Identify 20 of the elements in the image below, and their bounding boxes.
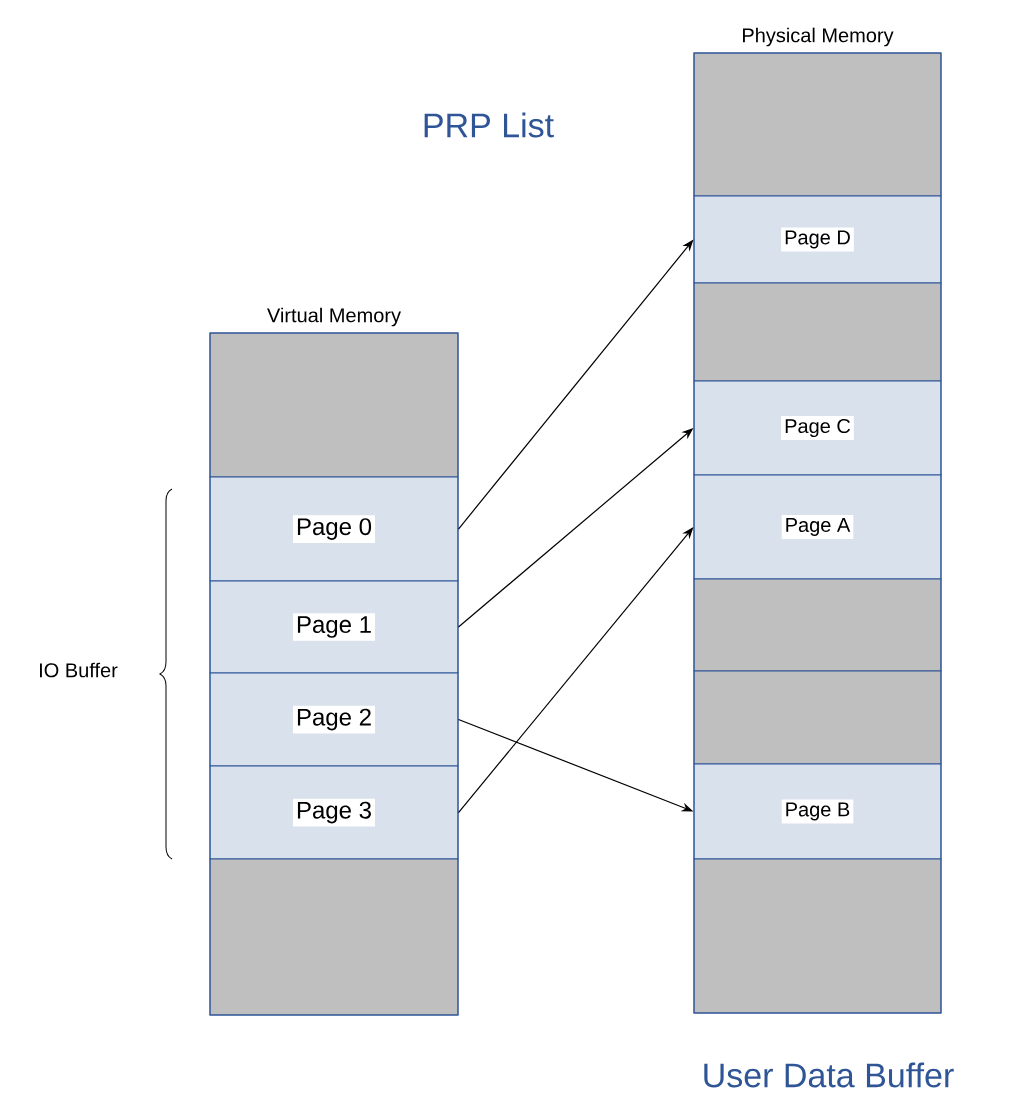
page-cell: Page D [693,195,942,284]
brace-label: IO Buffer [40,662,118,678]
page-cell: Page 3 [209,765,459,860]
memory-block [693,578,942,672]
page-cell: Page A [693,474,942,580]
memory-block [693,670,942,765]
node-label: Physical Memory [743,27,894,47]
page-cell: Page 1 [209,580,459,674]
memory-block [209,858,459,1016]
page-cell: Page 2 [209,672,459,767]
memory-block [209,332,459,478]
caption-text: User Data Buffer [704,1062,954,1088]
node-label: Virtual Memory [267,307,401,327]
memory-block [693,52,942,197]
title-text: PRP List [424,112,554,138]
memory-block [693,282,942,382]
memory-block [693,858,942,1014]
page-cell: Page B [693,763,942,860]
page-cell: Page C [693,380,942,476]
page-cell: Page 0 [209,476,459,582]
